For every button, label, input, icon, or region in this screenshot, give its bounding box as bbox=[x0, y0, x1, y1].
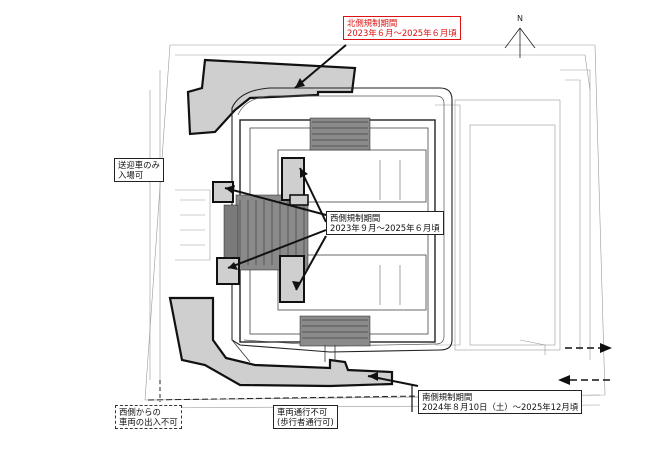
west-regulation-callout: 西側規制期間 2023年９月～2025年６月頃 bbox=[326, 211, 444, 235]
west-zone-stair-lower bbox=[279, 255, 305, 303]
perimeter-drive bbox=[231, 87, 453, 353]
hatched-structures bbox=[223, 117, 371, 347]
south-callout-title: 南側規制期間 bbox=[422, 392, 473, 402]
pickup-line1: 送迎車のみ bbox=[118, 160, 160, 170]
west-zone-stair-upper bbox=[281, 157, 305, 201]
no-vehicle-boundary bbox=[147, 395, 421, 401]
north-callout-period: 2023年６月～2025年６月頃 bbox=[347, 28, 457, 38]
pickup-only-callout: 送迎車のみ 入場可 bbox=[114, 158, 164, 182]
traffic-arrows bbox=[558, 343, 612, 385]
west-callout-period: 2023年９月～2025年６月頃 bbox=[330, 223, 440, 233]
north-label: N bbox=[517, 14, 523, 23]
north-arrow-icon bbox=[504, 27, 536, 58]
north-callout-title: 北側規制期間 bbox=[347, 18, 398, 28]
south-regulation-zone bbox=[168, 296, 394, 388]
north-regulation-callout: 北側規制期間 2023年６月～2025年６月頃 bbox=[343, 16, 461, 40]
west-callout-title: 西側規制期間 bbox=[330, 213, 381, 223]
west-entry-line2: 車両の出入不可 bbox=[119, 417, 178, 427]
west-entry-line1: 西側からの bbox=[119, 407, 161, 417]
no-vehicle-callout: 車両通行不可 (歩行者通行可) bbox=[273, 405, 338, 429]
south-regulation-callout: 南側規制期間 2024年８月10日（土）～2025年12月頃 bbox=[418, 390, 583, 414]
arrow-heads bbox=[225, 78, 378, 381]
no-vehicle-line1: 車両通行不可 bbox=[277, 407, 328, 417]
west-zone-box-upper bbox=[212, 181, 234, 203]
south-callout-period: 2024年８月10日（土）～2025年12月頃 bbox=[422, 402, 579, 412]
no-vehicle-line2: (歩行者通行可) bbox=[277, 417, 334, 427]
pickup-line2: 入場可 bbox=[118, 170, 144, 180]
west-zone-box-lower bbox=[216, 257, 240, 285]
west-entry-callout: 西側からの 車両の出入不可 bbox=[115, 405, 182, 429]
